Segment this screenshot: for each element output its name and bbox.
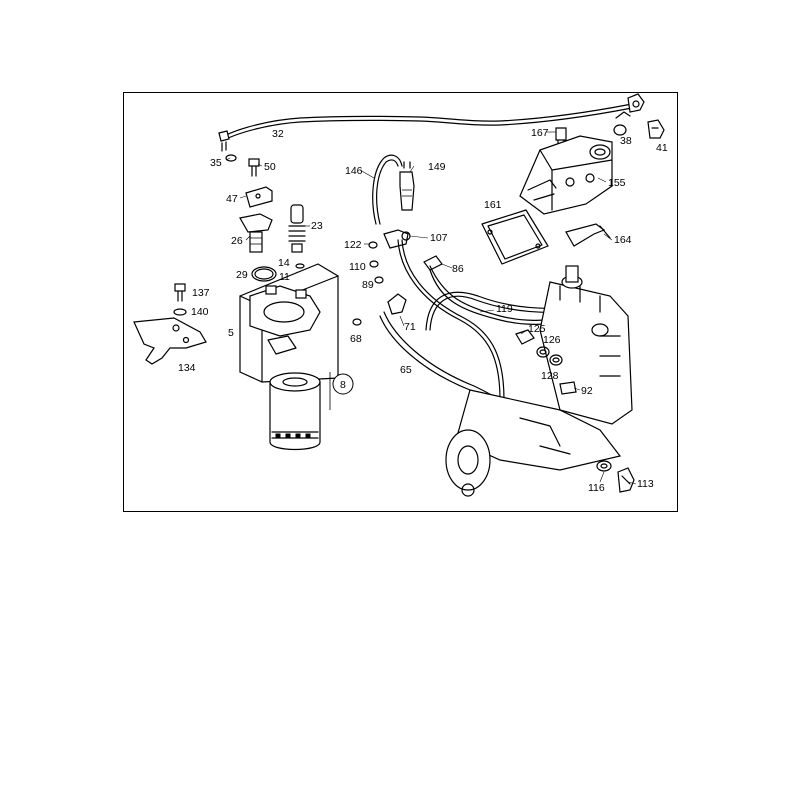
washer-35	[225, 154, 237, 162]
callout-26: 26	[231, 235, 243, 247]
callout-89: 89	[362, 279, 374, 291]
callout-8: 8	[340, 379, 346, 391]
banjo-125	[515, 329, 535, 345]
plug-113	[617, 467, 635, 493]
callout-92: 92	[581, 385, 593, 397]
callout-122: 122	[344, 239, 362, 251]
bolt-50	[248, 158, 260, 177]
gasket-161	[481, 209, 549, 265]
callout-164: 164	[614, 234, 632, 246]
callout-32: 32	[272, 128, 284, 140]
callout-146: 146	[345, 165, 363, 177]
callout-126: 126	[543, 334, 561, 346]
washer-116	[596, 460, 612, 472]
fitting-107	[383, 229, 411, 249]
callout-134: 134	[178, 362, 196, 374]
o-ring-89	[374, 276, 384, 284]
callout-41: 41	[656, 142, 668, 154]
callout-65: 65	[400, 364, 412, 376]
clip-41	[647, 119, 665, 139]
washer-126	[536, 346, 550, 358]
callout-116: 116	[588, 482, 605, 494]
seal-ring-29	[251, 266, 277, 282]
callout-155: 155	[608, 177, 626, 189]
clip-38	[613, 111, 631, 136]
callout-35: 35	[210, 157, 222, 169]
fuel-line-32	[218, 93, 645, 152]
callout-149: 149	[428, 161, 446, 173]
callout-50: 50	[264, 161, 276, 173]
bracket-47	[245, 186, 273, 208]
connector-149	[399, 161, 415, 211]
injection-pump-body	[445, 265, 633, 497]
washer-128	[549, 354, 563, 366]
callout-86: 86	[452, 263, 464, 275]
callout-11: 11	[279, 271, 290, 283]
callout-128: 128	[541, 370, 559, 382]
callout-140: 140	[191, 306, 209, 318]
fitting-86	[423, 255, 443, 271]
callout-110: 110	[349, 261, 366, 273]
callout-137: 137	[192, 287, 210, 299]
o-ring-68	[352, 318, 362, 326]
callout-119: 119	[496, 303, 513, 315]
callout-labels: 32 167 38 41 35 50 146 149 155 47 161 23…	[178, 127, 668, 494]
clamp-71	[387, 293, 407, 315]
callout-38: 38	[620, 135, 632, 147]
callout-125: 125	[528, 323, 546, 335]
callout-107: 107	[430, 232, 448, 244]
o-ring-110	[369, 260, 379, 268]
callout-circle-8	[332, 373, 354, 395]
filter-cartridge-8	[269, 372, 331, 451]
callout-47: 47	[226, 193, 238, 205]
bracket-134	[133, 317, 207, 365]
valve-26	[239, 213, 273, 253]
callout-71: 71	[404, 321, 416, 333]
callout-5: 5	[228, 327, 234, 339]
pump-head-155	[519, 135, 613, 215]
callout-29: 29	[236, 269, 248, 281]
o-ring-122	[368, 241, 378, 249]
plunger-23	[288, 204, 306, 253]
callout-68: 68	[350, 333, 362, 345]
callout-167: 167	[531, 127, 549, 139]
bolt-137	[173, 283, 187, 316]
callout-14: 14	[278, 257, 290, 269]
lever-164	[565, 223, 611, 247]
fuel-hose-146	[372, 154, 403, 225]
callout-113: 113	[637, 478, 654, 490]
callout-161: 161	[484, 199, 502, 211]
callout-23: 23	[311, 220, 323, 232]
fitting-92	[559, 381, 577, 395]
filter-housing-5	[239, 263, 339, 383]
leader-lines	[225, 131, 637, 485]
